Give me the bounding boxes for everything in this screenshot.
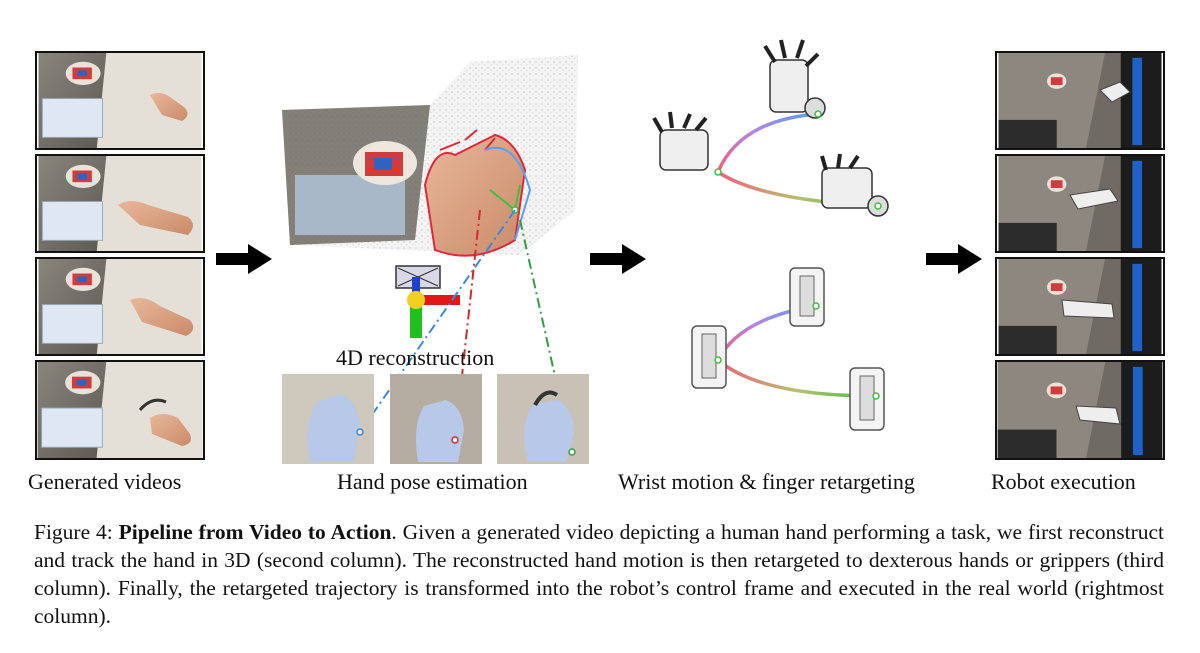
projection-lines xyxy=(359,209,573,453)
video-frame-2 xyxy=(35,154,205,253)
pipeline-arrow-icon xyxy=(926,244,982,274)
pipeline-arrow-icon xyxy=(590,244,646,274)
caption-prefix: Figure 4: xyxy=(34,520,119,544)
figure-caption: Figure 4: Pipeline from Video to Action.… xyxy=(34,518,1164,630)
hand-pose-frames xyxy=(282,374,589,464)
robot-hand xyxy=(820,153,889,217)
column-label-hand-pose: Hand pose estimation xyxy=(337,469,528,494)
robot-frame-1 xyxy=(995,51,1165,150)
pipeline-figure-canvas xyxy=(35,39,1165,464)
coordinate-axes-icon xyxy=(407,277,460,338)
gripper xyxy=(789,267,825,327)
caption-title: Pipeline from Video to Action xyxy=(118,520,392,544)
video-frame-3 xyxy=(35,257,205,356)
robot-frame-3 xyxy=(995,257,1165,356)
robot-execution-frames xyxy=(995,51,1165,460)
robot-frame-2 xyxy=(995,154,1165,253)
column-label-generated-videos: Generated videos xyxy=(28,469,182,494)
reconstruction-point-cloud xyxy=(282,55,578,257)
column-label-robot-execution: Robot execution xyxy=(991,469,1136,494)
column-label-retargeting: Wrist motion & finger retargeting xyxy=(618,469,915,494)
dexterous-hand-trajectory xyxy=(652,39,889,217)
pipeline-figure xyxy=(35,39,1165,464)
gripper-trajectory xyxy=(691,267,885,431)
pipeline-arrow-icon xyxy=(216,244,272,274)
caption-body: . Given a generated video depicting a hu… xyxy=(34,520,1164,628)
robot-hand xyxy=(652,111,722,176)
video-frame-1 xyxy=(35,51,205,150)
gripper xyxy=(849,367,885,431)
robot-hand xyxy=(763,39,826,119)
gripper xyxy=(691,325,727,389)
robot-frame-4 xyxy=(995,360,1165,460)
generated-video-frames xyxy=(35,51,205,460)
video-frame-4 xyxy=(35,360,205,460)
label-4d-reconstruction: 4D reconstruction xyxy=(336,345,495,370)
